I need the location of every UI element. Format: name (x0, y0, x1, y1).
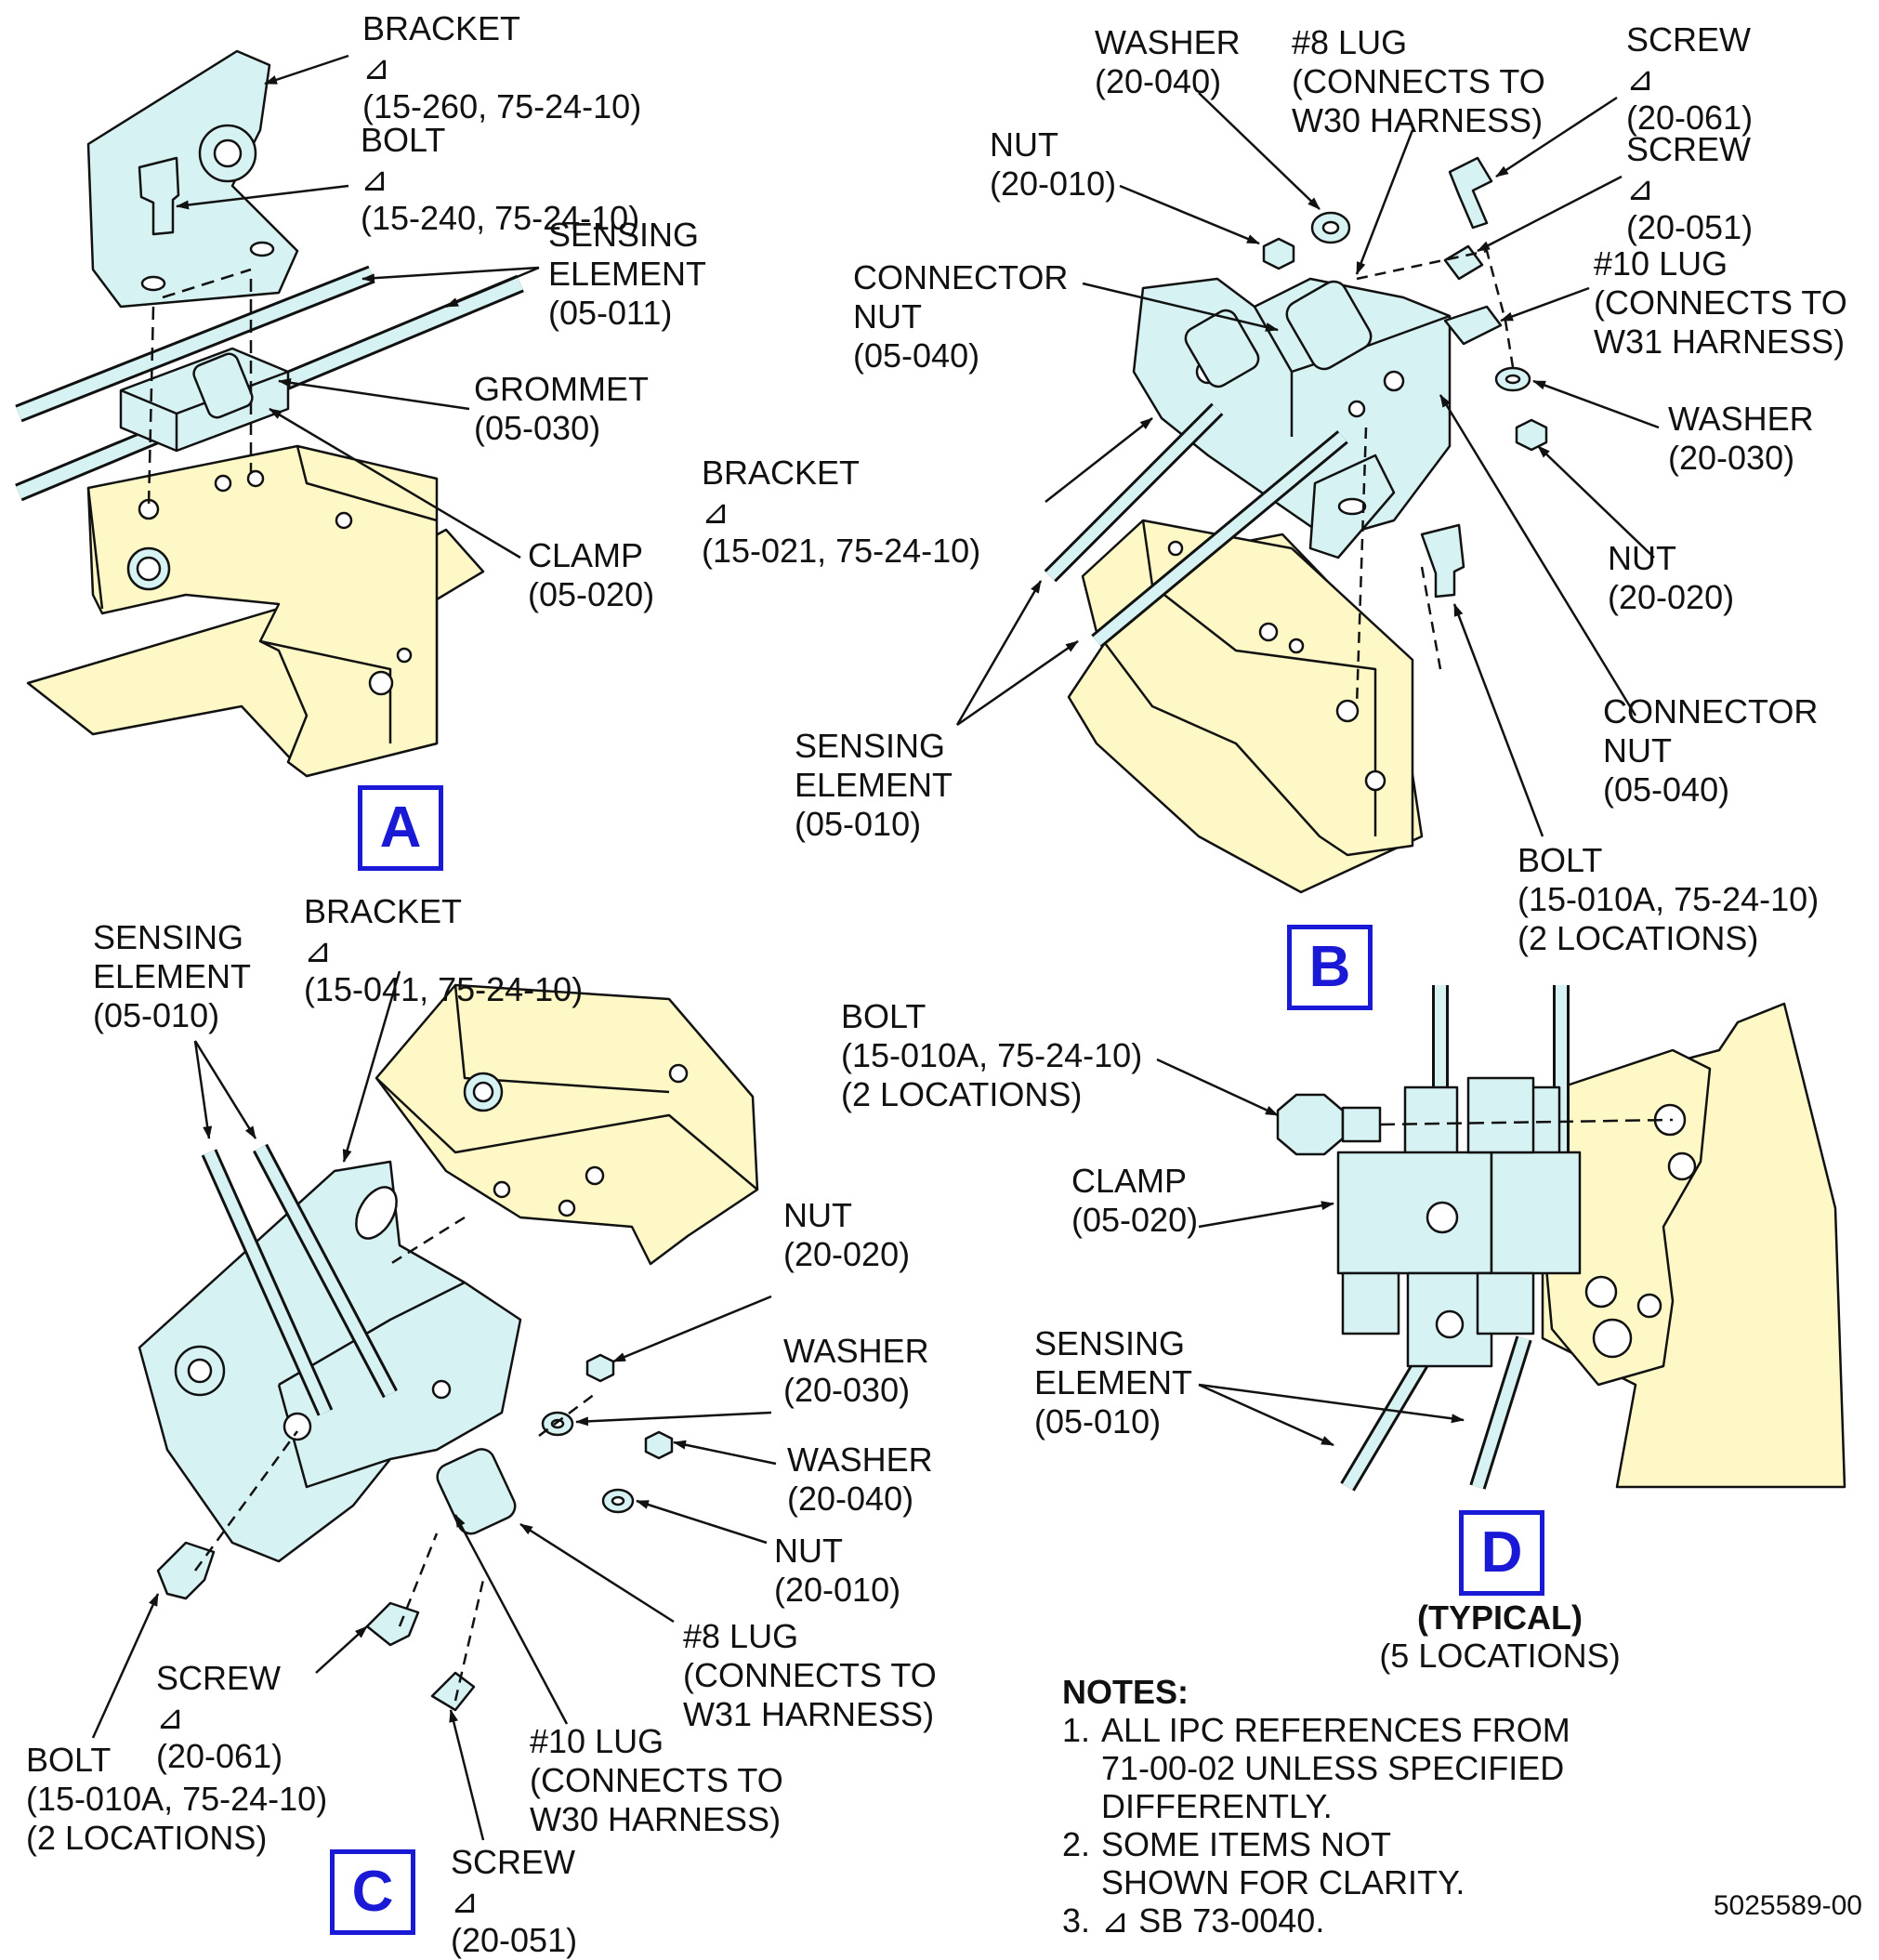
view-d-drawing (1276, 985, 1846, 1492)
view-c-sensing-element-label: SENSING ELEMENT (05-010) (93, 918, 252, 1034)
view-a-bolt (138, 156, 180, 236)
view-b-callout: B (1287, 925, 1373, 1010)
view-b-nut-20-010 (1262, 237, 1295, 270)
view-c-screw-20-051-label: SCREW ⊿(20-051) (451, 1843, 578, 1959)
view-b-mount-bracket (1081, 519, 1414, 857)
view-b-nut-20-020 (1515, 418, 1548, 452)
leader-lines (91, 54, 1660, 1841)
view-b-bolt (1420, 523, 1465, 599)
view-b-drawing (1044, 156, 1548, 894)
view-b-bolt-label: BOLT (15-010A, 75-24-10) (2 LOCATIONS) (1518, 841, 1820, 957)
view-b-nut-20-020-label: NUT (20-020) (1608, 539, 1735, 616)
view-c-drawing (138, 983, 759, 1712)
view-c-bracket (138, 1160, 522, 1563)
view-c-nut-20-020-label: NUT (20-020) (783, 1196, 911, 1273)
view-c-nut-20-020 (585, 1353, 615, 1383)
view-d-callout: D (1459, 1510, 1544, 1596)
view-a-callout: A (358, 785, 443, 871)
view-c-lug-10-label: #10 LUG (CONNECTS TO W30 HARNESS) (530, 1722, 783, 1838)
view-d-typical-note: (TYPICAL) (5 LOCATIONS) (1379, 1598, 1621, 1675)
note-3: 3. ⊿ SB 73-0040. (1062, 1901, 1325, 1940)
view-b-washer-20-030-label: WASHER (20-030) (1668, 400, 1814, 477)
drawing-number: 5025589-00 (1713, 1890, 1862, 1921)
view-c-bracket-label: BRACKET ⊿(15-041, 75-24-10) (304, 892, 584, 1008)
view-c-washer-20-030-label: WASHER (20-030) (783, 1332, 929, 1409)
view-d-clamp-right (1490, 1151, 1582, 1275)
view-a-drawing (15, 49, 524, 778)
view-d-clamp-label: CLAMP (05-020) (1071, 1162, 1199, 1239)
view-b-lug-8-label: #8 LUG (CONNECTS TO W30 HARNESS) (1292, 23, 1545, 139)
note-1: 1. ALL IPC REFERENCES FROM 71-00-02 UNLE… (1062, 1711, 1570, 1825)
view-b-screw-20-061-label: SCREW ⊿(20-061) (1626, 20, 1754, 137)
notes-block: NOTES: 1. ALL IPC REFERENCES FROM 71-00-… (1062, 1673, 1570, 1940)
view-c-nut-20-010-label: NUT (20-010) (774, 1532, 901, 1609)
view-a-clamp-label: CLAMP (05-020) (528, 536, 655, 613)
view-d-clamp-left (1336, 1151, 1493, 1275)
view-a-sensing-element-label: SENSING ELEMENT (05-011) (548, 216, 707, 332)
view-c-callout: C (330, 1849, 415, 1935)
view-a-bolt-label: BOLT ⊿(15-240, 75-24-10) (361, 121, 640, 237)
view-b-sensing-element-label: SENSING ELEMENT (05-010) (795, 727, 953, 843)
view-d-sensing-element-label: SENSING ELEMENT (05-010) (1034, 1324, 1193, 1440)
view-a-grommet-label: GROMMET (05-030) (474, 370, 649, 447)
view-b-screw-20-051-label: SCREW ⊿(20-051) (1626, 130, 1754, 246)
view-a-bracket-label: BRACKET ⊿(15-260, 75-24-10) (362, 9, 642, 125)
view-b-bracket-label: BRACKET ⊿(15-021, 75-24-10) (702, 454, 981, 570)
view-c-structure (374, 983, 759, 1266)
view-b-nut-20-010-label: NUT (20-010) (990, 125, 1117, 203)
view-b-washer-20-040-label: WASHER (20-040) (1095, 23, 1241, 100)
notes-heading: NOTES: (1062, 1673, 1189, 1711)
view-b-lug-10-label: #10 LUG (CONNECTS TO W31 HARNESS) (1594, 244, 1847, 361)
view-c-washer-20-040-label: WASHER (20-040) (787, 1440, 933, 1518)
note-2: 2. SOME ITEMS NOT SHOWN FOR CLARITY. (1062, 1825, 1465, 1901)
view-c-bolt-label: BOLT (15-010A, 75-24-10) (2 LOCATIONS) (26, 1741, 328, 1857)
view-b-connector-nut-label-2: CONNECTOR NUT (05-040) (1603, 692, 1819, 809)
view-c-bolt (156, 1541, 216, 1600)
view-c-washer-20-040 (644, 1430, 674, 1460)
view-d-bolt (1276, 1093, 1345, 1156)
view-a-upper-bracket (86, 49, 299, 309)
view-b-screw-20-061 (1448, 156, 1493, 230)
view-a-mount-bracket (86, 444, 439, 778)
view-d-bolt-label: BOLT (15-010A, 75-24-10) (2 LOCATIONS) (841, 997, 1143, 1113)
view-c-screw-20-051 (430, 1671, 476, 1712)
view-b-screw-20-051 (1443, 244, 1484, 281)
view-b-connector-nut-label-1: CONNECTOR NUT (05-040) (853, 258, 1069, 375)
view-c-screw-20-061-label: SCREW ⊿(20-061) (156, 1659, 283, 1775)
view-c-screw-20-061 (365, 1601, 420, 1647)
view-c-lug-8-label: #8 LUG (CONNECTS TO W31 HARNESS) (683, 1617, 937, 1733)
view-b-lug-10 (1443, 305, 1503, 346)
